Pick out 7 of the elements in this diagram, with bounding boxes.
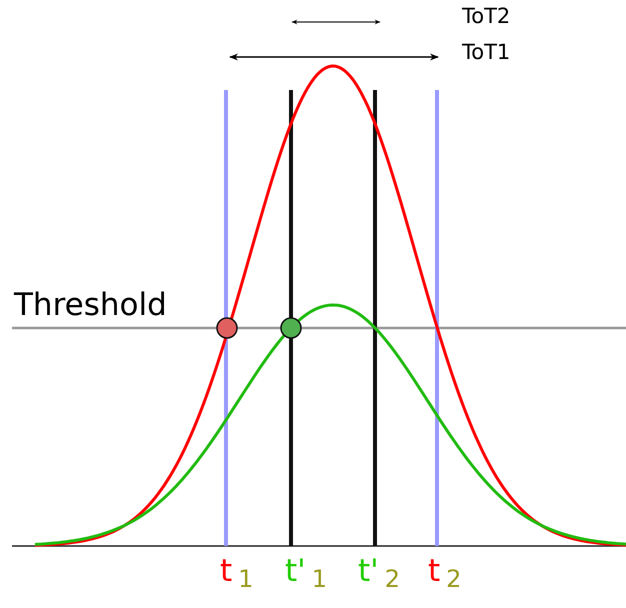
axis-label: Threshold — [14, 290, 167, 321]
axis-label: ToT1 — [462, 42, 510, 63]
axis-label: t'$_{1}$ — [285, 556, 327, 587]
axis-label: t$_{1}$ — [220, 556, 254, 587]
axis-label: t'$_{2}$ — [358, 556, 400, 587]
axis-label: ToT2 — [462, 6, 510, 27]
axis-label: t$_{2}$ — [428, 556, 462, 587]
